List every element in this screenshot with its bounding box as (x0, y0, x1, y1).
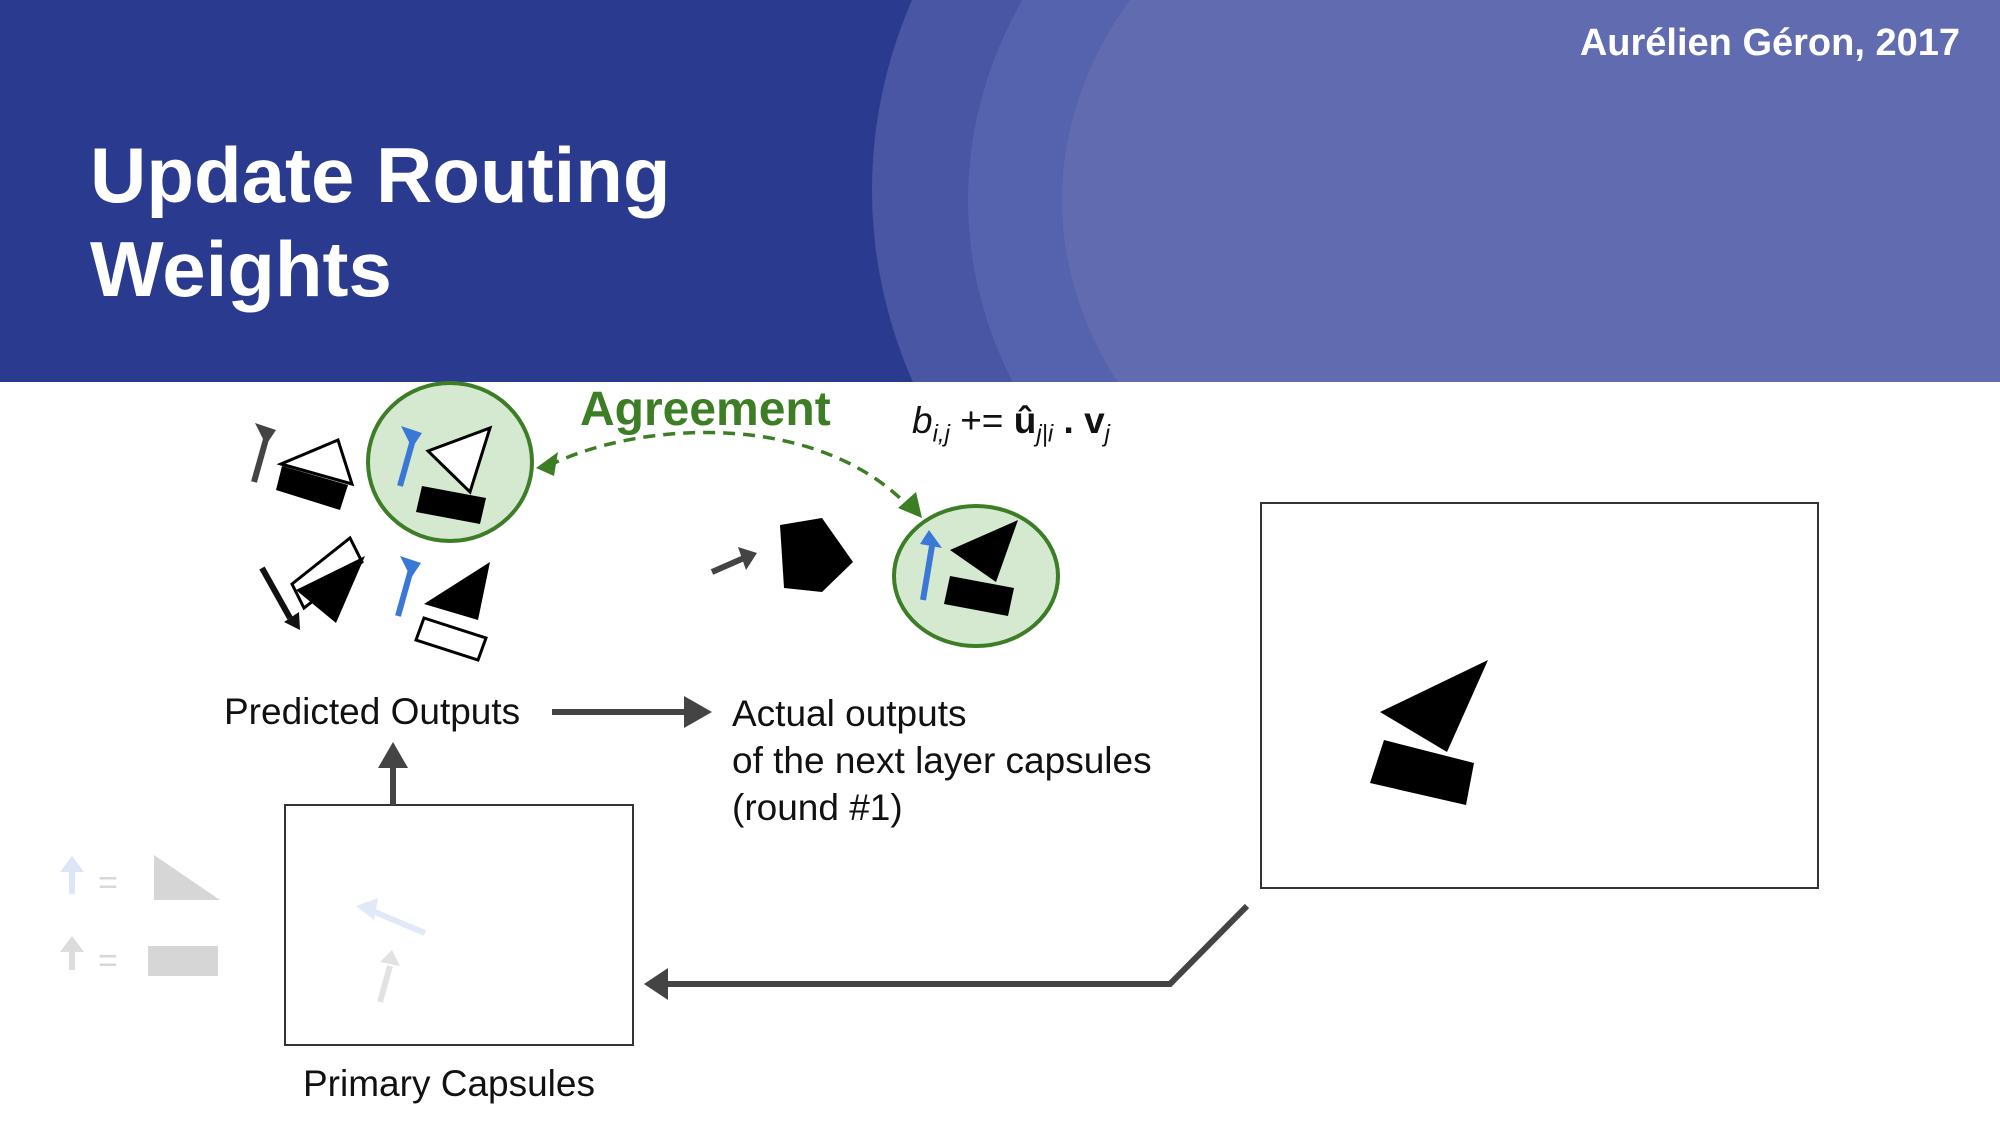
predicted-capsule-3 (259, 535, 365, 630)
predicted-outputs-label: Predicted Outputs (224, 691, 521, 732)
header-decoration-circle (1062, 0, 2000, 382)
primary-capsules-label: Primary Capsules (303, 1063, 595, 1104)
primary-capsule-faded-arrows (356, 898, 427, 1003)
feedback-arrow (660, 903, 1250, 987)
agreement-label: Agreement (580, 383, 831, 436)
arrow-icon (710, 555, 746, 575)
legend-equals: = (98, 942, 118, 980)
actual-output-capsule-agreeing (892, 504, 1060, 648)
agreement-ellipse (892, 504, 1060, 648)
legend-equals: = (98, 864, 118, 902)
reconstruction-box (1260, 502, 1819, 889)
predicted-capsule-4 (395, 556, 490, 662)
legend-triangle-icon (154, 855, 220, 900)
agreement-dashed-arrow (547, 430, 914, 512)
routing-update-formula: bi,j += ûj|i . vj (912, 400, 1110, 448)
slide-title-line2: Weights (90, 225, 392, 313)
legend (60, 855, 220, 976)
actual-outputs-label: Actual outputs of the next layer capsule… (732, 693, 1152, 828)
slide-title-line1: Update Routing (90, 131, 671, 219)
predicted-capsule-1 (251, 423, 355, 510)
arrow-icon (259, 566, 293, 620)
author-credit: Aurélien Géron, 2017 (1579, 22, 1960, 64)
slide-header: Update Routing Weights Aurélien Géron, 2… (0, 0, 2000, 382)
legend-rectangle-icon (148, 946, 218, 976)
slide-title: Update Routing Weights (90, 128, 671, 316)
predicted-capsule-agreeing (366, 381, 534, 543)
actual-output-capsule-1 (710, 518, 853, 592)
blue-arrow-icon (920, 545, 935, 601)
primary-capsules-box (284, 804, 634, 1046)
boat-shape (1370, 660, 1488, 805)
